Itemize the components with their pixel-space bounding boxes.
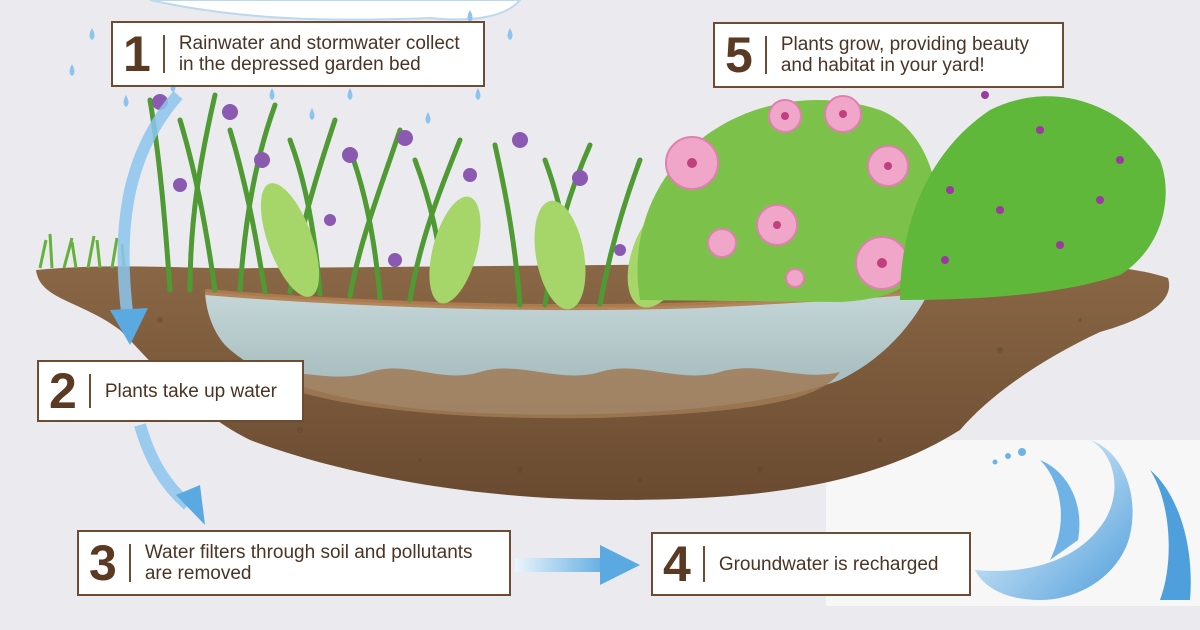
step-4-text: Groundwater is recharged (718, 553, 939, 575)
step-4-box: 4 Groundwater is recharged (651, 532, 971, 596)
step-3-text: Water filters through soil and pollutant… (144, 542, 473, 584)
flow-arrow-icon (117, 91, 183, 321)
soil-texture (157, 317, 1082, 482)
step-1-number: 1 (113, 29, 165, 79)
step-5-text: Plants grow, providing beauty and habita… (780, 34, 1030, 76)
beautyberry-bush (900, 96, 1166, 300)
step-3-number: 3 (79, 538, 131, 588)
step-3-box: 3 Water filters through soil and polluta… (77, 530, 511, 596)
iris-flower-icon (152, 94, 626, 267)
step-5-number: 5 (715, 30, 767, 80)
step-1-text: Rainwater and stormwater collect in the … (178, 33, 460, 75)
cloud-shape (149, 0, 522, 21)
water-splash-icon (975, 440, 1191, 600)
step-5-box: 5 Plants grow, providing beauty and habi… (713, 22, 1064, 88)
flow-arrow-icon (600, 545, 640, 585)
step-2-text: Plants take up water (104, 380, 277, 402)
step-2-box: 2 Plants take up water (37, 360, 304, 422)
step-2-number: 2 (39, 366, 91, 416)
step-4-number: 4 (653, 539, 705, 589)
wet-soil-layer (260, 368, 840, 419)
step-1-box: 1 Rainwater and stormwater collect in th… (111, 21, 485, 87)
grass-left (38, 233, 126, 269)
